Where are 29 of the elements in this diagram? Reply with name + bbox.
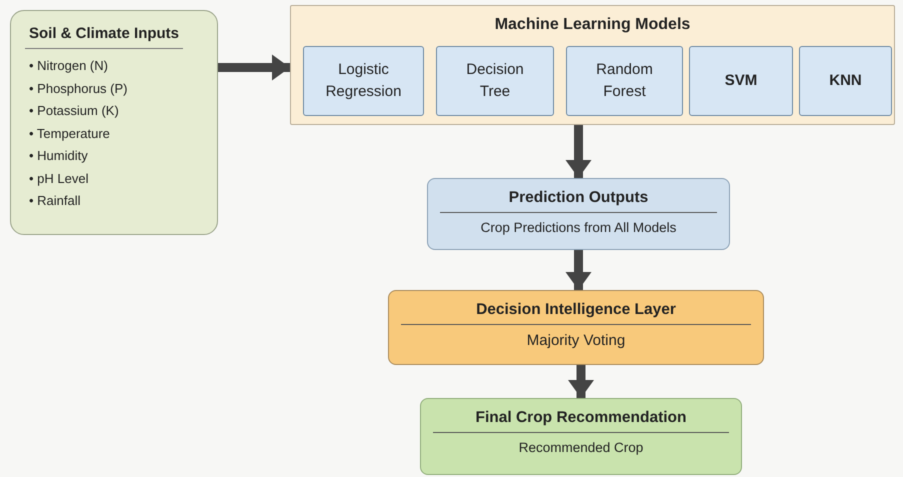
arrow [568, 365, 594, 398]
model-box: SVM [689, 46, 793, 116]
model-box: KNN [799, 46, 892, 116]
box-heading: Machine Learning Models [494, 16, 692, 34]
arrow [566, 250, 592, 290]
model-box: Logistic Regression [303, 46, 424, 116]
list-item: • Temperature [29, 124, 111, 143]
arrow [218, 54, 290, 80]
list-item: • Humidity [29, 147, 89, 165]
models-panel [290, 5, 895, 125]
box-heading: Soil & Climate Inputs [25, 21, 184, 49]
box-text: Crop Predictions from All Models [480, 219, 676, 235]
list-item: • Nitrogen (N) [29, 57, 109, 75]
box-heading: Final Crop Recommendation [433, 405, 729, 433]
arrow [566, 125, 592, 178]
model-box: Decision Tree [436, 46, 554, 116]
list-item: • Rainfall [29, 192, 82, 210]
list-item: • pH Level [29, 170, 90, 188]
input-features-box [10, 10, 218, 235]
box-heading: Prediction Outputs [440, 185, 717, 213]
process-box [420, 398, 742, 475]
model-box: Random Forest [566, 46, 683, 116]
list-item: • Potassium (K) [29, 102, 120, 120]
process-box [388, 290, 764, 365]
box-text: Recommended Crop [518, 439, 644, 455]
box-text: Majority Voting [526, 331, 626, 349]
box-heading: Decision Intelligence Layer [401, 297, 751, 325]
list-item: • Phosphorus (P) [29, 80, 128, 98]
process-box [427, 178, 730, 250]
